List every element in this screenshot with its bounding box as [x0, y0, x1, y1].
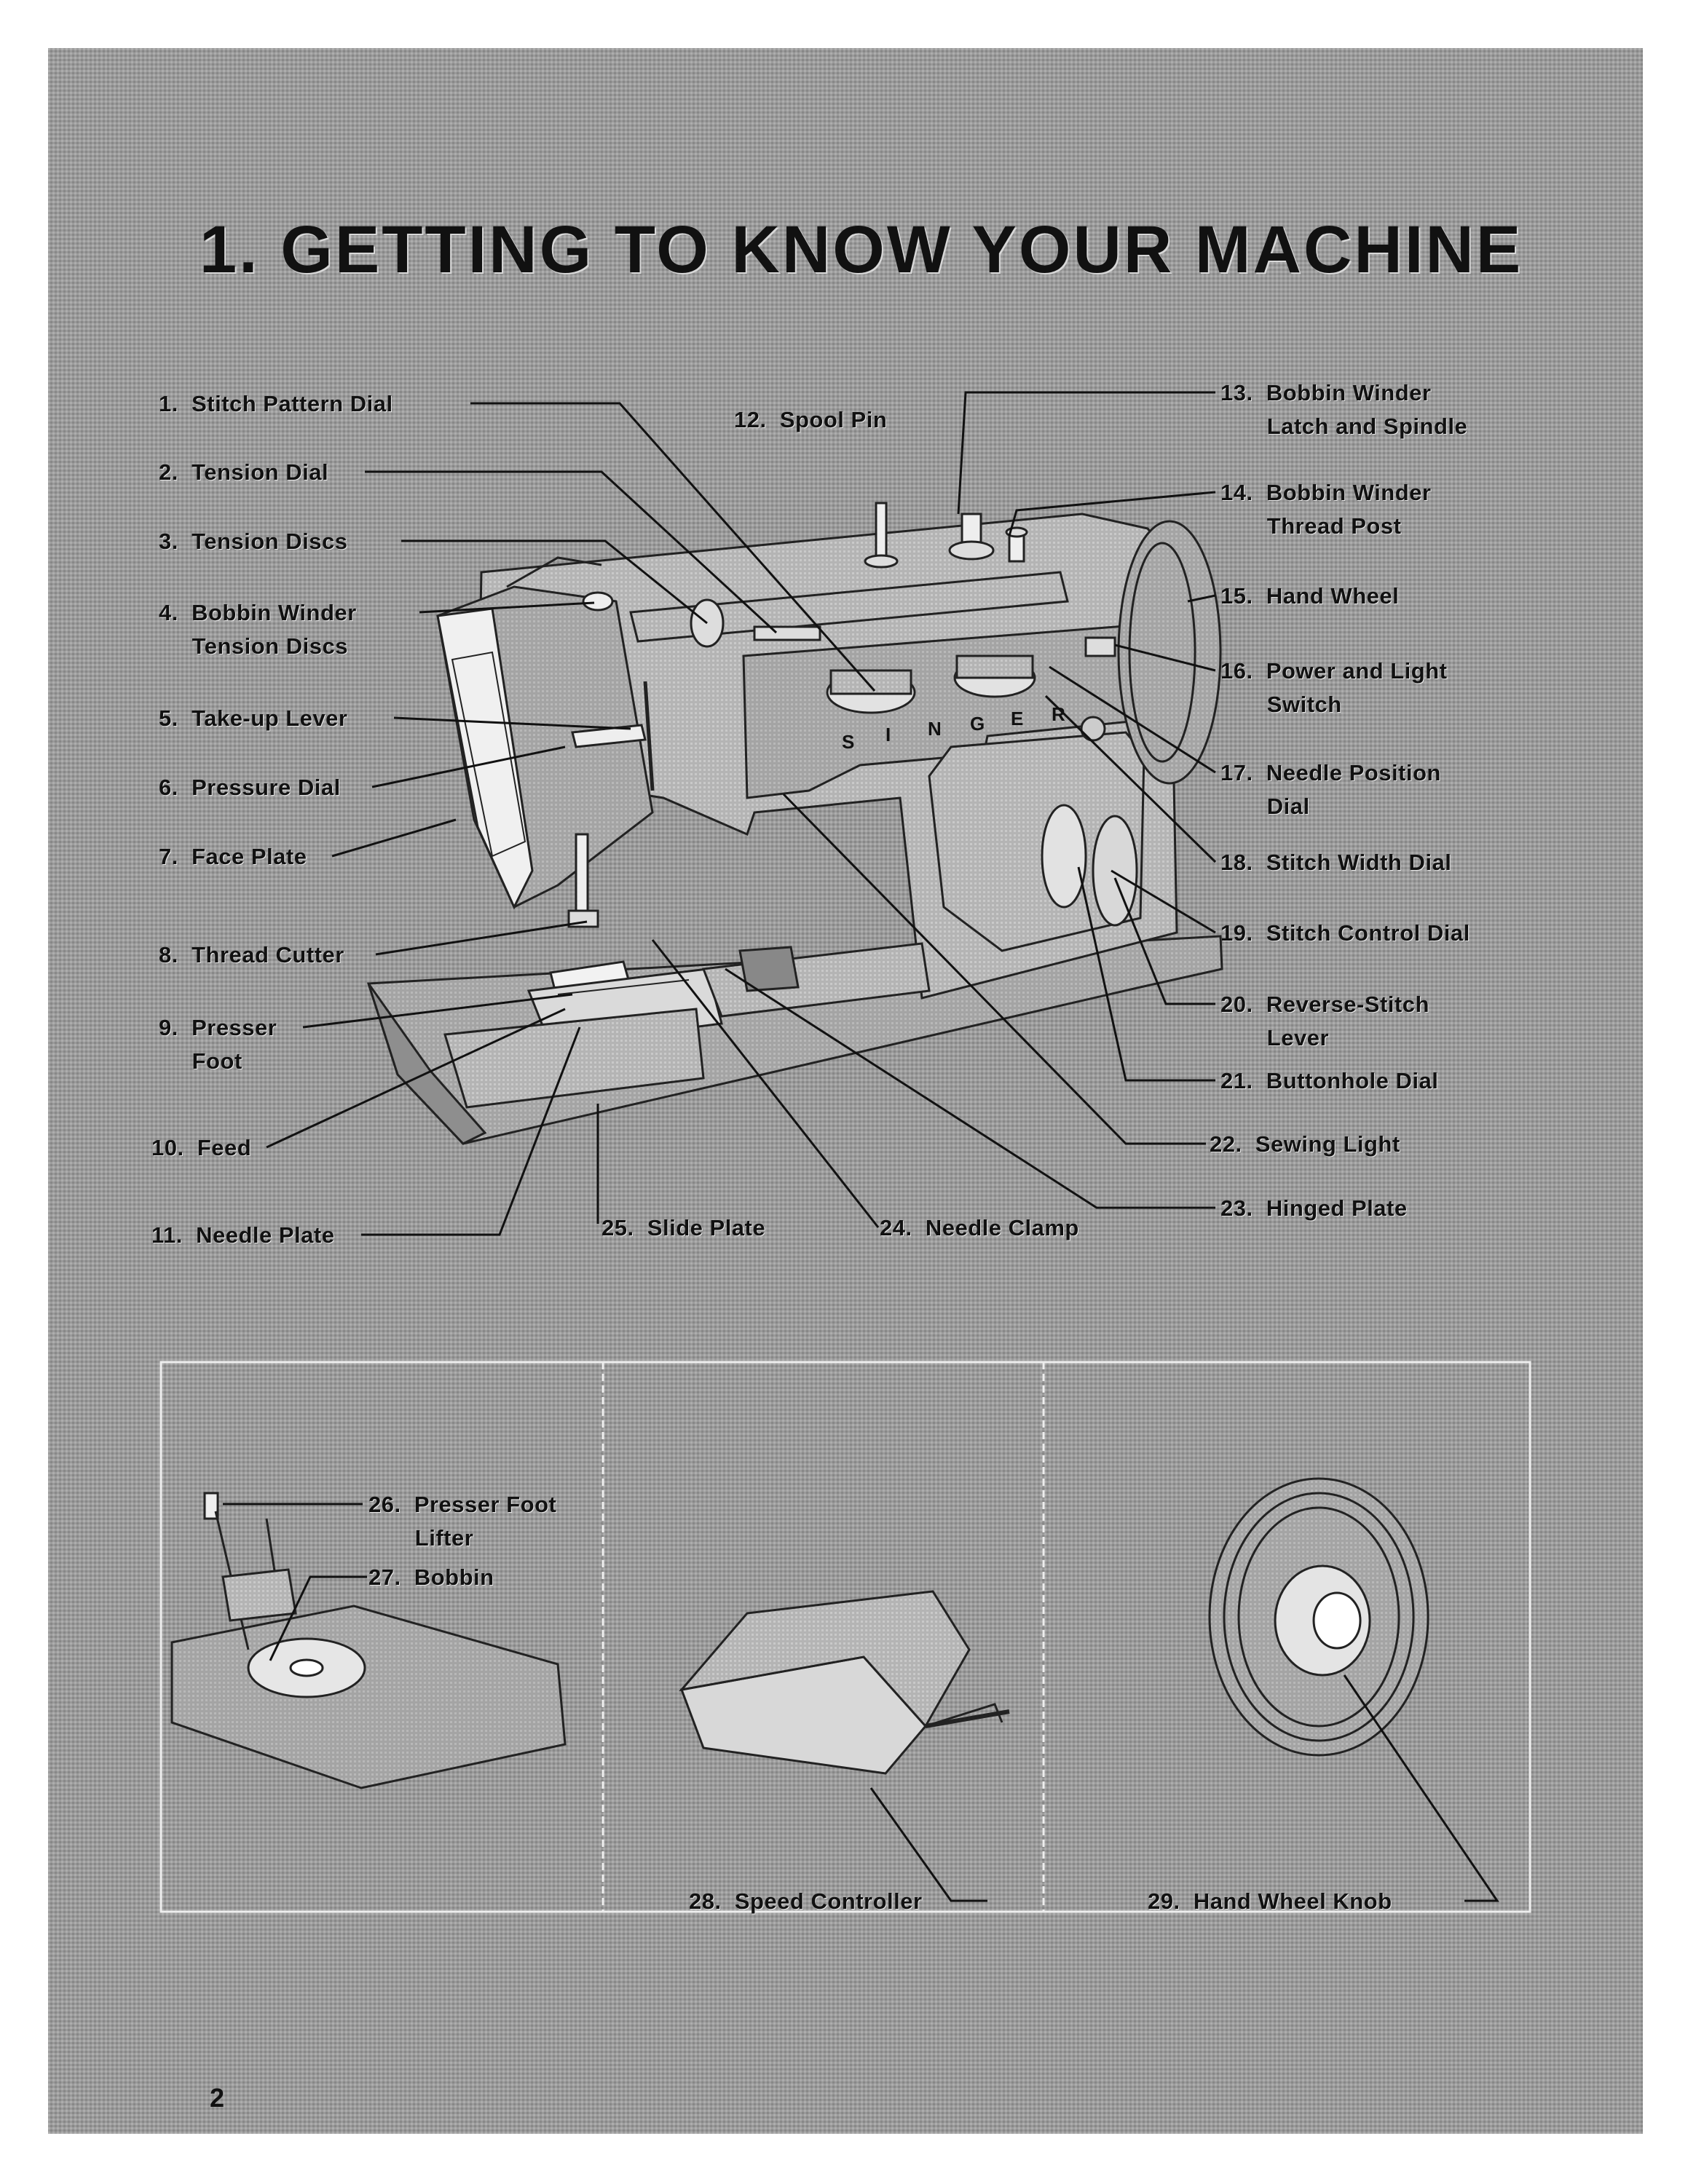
label-stitch-control-dial: 19. Stitch Control Dial	[1220, 920, 1470, 946]
label-power-light-switch: 16. Power and Light Switch	[1220, 658, 1448, 717]
machine-illustration: S I N G E R	[159, 391, 1531, 1913]
label-spool-pin: 12. Spool Pin	[734, 407, 888, 432]
label-buttonhole-dial: 21. Buttonhole Dial	[1220, 1068, 1439, 1093]
label-presser-foot: 9. Presser Foot	[159, 1015, 277, 1074]
label-bobbin-winder-tension-discs: 4. Bobbin Winder Tension Discs	[159, 600, 357, 659]
label-bobbin: 27. Bobbin	[368, 1564, 494, 1590]
page-number: 2	[210, 2083, 225, 2113]
bobbin-detail	[170, 1492, 567, 1789]
label-presser-foot-lifter: 26. Presser Foot Lifter	[368, 1492, 557, 1551]
label-hand-wheel: 15. Hand Wheel	[1220, 583, 1400, 609]
label-hand-wheel-knob: 29. Hand Wheel Knob	[1148, 1888, 1392, 1914]
label-needle-plate: 11. Needle Plate	[151, 1222, 335, 1248]
label-pressure-dial: 6. Pressure Dial	[159, 775, 341, 800]
svg-text:I: I	[886, 724, 891, 745]
spool-pin	[875, 502, 888, 563]
label-stitch-width-dial: 18. Stitch Width Dial	[1220, 850, 1452, 875]
svg-text:R: R	[1052, 703, 1065, 725]
label-sewing-light: 22. Sewing Light	[1210, 1131, 1400, 1157]
hand-wheel-knob	[1208, 1477, 1429, 1757]
label-face-plate: 7. Face Plate	[159, 844, 307, 869]
page-title: 1. GETTING TO KNOW YOUR MACHINE	[200, 213, 1523, 287]
svg-text:E: E	[1011, 708, 1023, 729]
label-bobbin-winder-thread-post: 14. Bobbin Winder Thread Post	[1220, 480, 1432, 539]
svg-text:G: G	[970, 713, 985, 735]
label-slide-plate: 25. Slide Plate	[602, 1215, 766, 1241]
label-thread-cutter: 8. Thread Cutter	[159, 942, 344, 968]
label-speed-controller: 28. Speed Controller	[689, 1888, 923, 1914]
leader-lines	[266, 391, 1217, 1236]
hand-wheel	[1117, 520, 1222, 785]
inset-panel	[159, 1361, 1531, 1913]
brand-logo: S I N G E R	[842, 703, 1065, 753]
sewing-machine	[366, 502, 1223, 1145]
speed-controller	[679, 1590, 1010, 1775]
label-needle-clamp: 24. Needle Clamp	[880, 1215, 1079, 1241]
label-reverse-stitch-lever: 20. Reverse-Stitch Lever	[1220, 992, 1429, 1051]
manual-page: S I N G E R	[48, 48, 1643, 2134]
svg-text:S: S	[842, 731, 854, 753]
label-tension-discs: 3. Tension Discs	[159, 529, 348, 554]
label-hinged-plate: 23. Hinged Plate	[1220, 1195, 1408, 1221]
label-bobbin-winder-latch: 13. Bobbin Winder Latch and Spindle	[1220, 380, 1468, 439]
label-stitch-pattern-dial: 1. Stitch Pattern Dial	[159, 391, 393, 416]
svg-text:N: N	[928, 718, 942, 740]
label-take-up-lever: 5. Take-up Lever	[159, 705, 348, 731]
label-tension-dial: 2. Tension Dial	[159, 459, 329, 485]
label-needle-position-dial: 17. Needle Position Dial	[1220, 760, 1441, 819]
label-feed: 10. Feed	[151, 1135, 252, 1160]
